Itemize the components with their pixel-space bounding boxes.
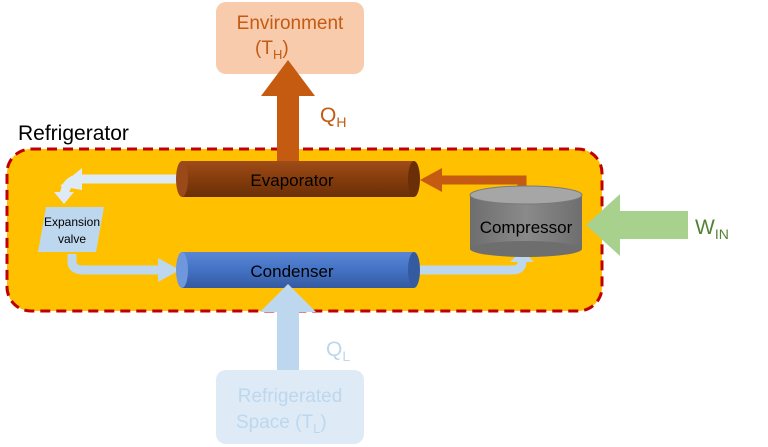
refrigerator-title: Refrigerator	[18, 122, 129, 145]
evaporator	[176, 161, 420, 197]
heat-out-label: QH	[320, 104, 346, 130]
compressor-label: Compressor	[480, 218, 573, 237]
refrigerated-space-temp: Space (TL)	[236, 412, 327, 436]
environment-label: Environment	[237, 13, 344, 34]
work-in-label: WIN	[695, 216, 729, 242]
evaporator-label: Evaporator	[250, 171, 333, 190]
environment-box	[216, 2, 364, 74]
heat-in-label: QL	[326, 338, 350, 364]
refrigerated-space-label: Refrigerated	[238, 386, 343, 407]
heat-out-arrow	[261, 60, 315, 164]
condenser-label: Condenser	[250, 262, 334, 281]
evaporator-to-expansion-arrow	[54, 168, 186, 204]
refrigerated-space-box	[216, 370, 364, 444]
expansion-valve-label-2: valve	[58, 232, 86, 246]
expansion-to-condenser-arrow	[67, 254, 180, 282]
expansion-valve	[38, 207, 104, 252]
expansion-valve-label-1: Expansion	[44, 215, 100, 229]
compressor	[469, 185, 583, 257]
environment-temp: (TH)	[255, 38, 289, 62]
condenser	[176, 252, 420, 288]
heat-in-arrow	[260, 284, 316, 370]
work-in-arrow	[586, 194, 688, 256]
